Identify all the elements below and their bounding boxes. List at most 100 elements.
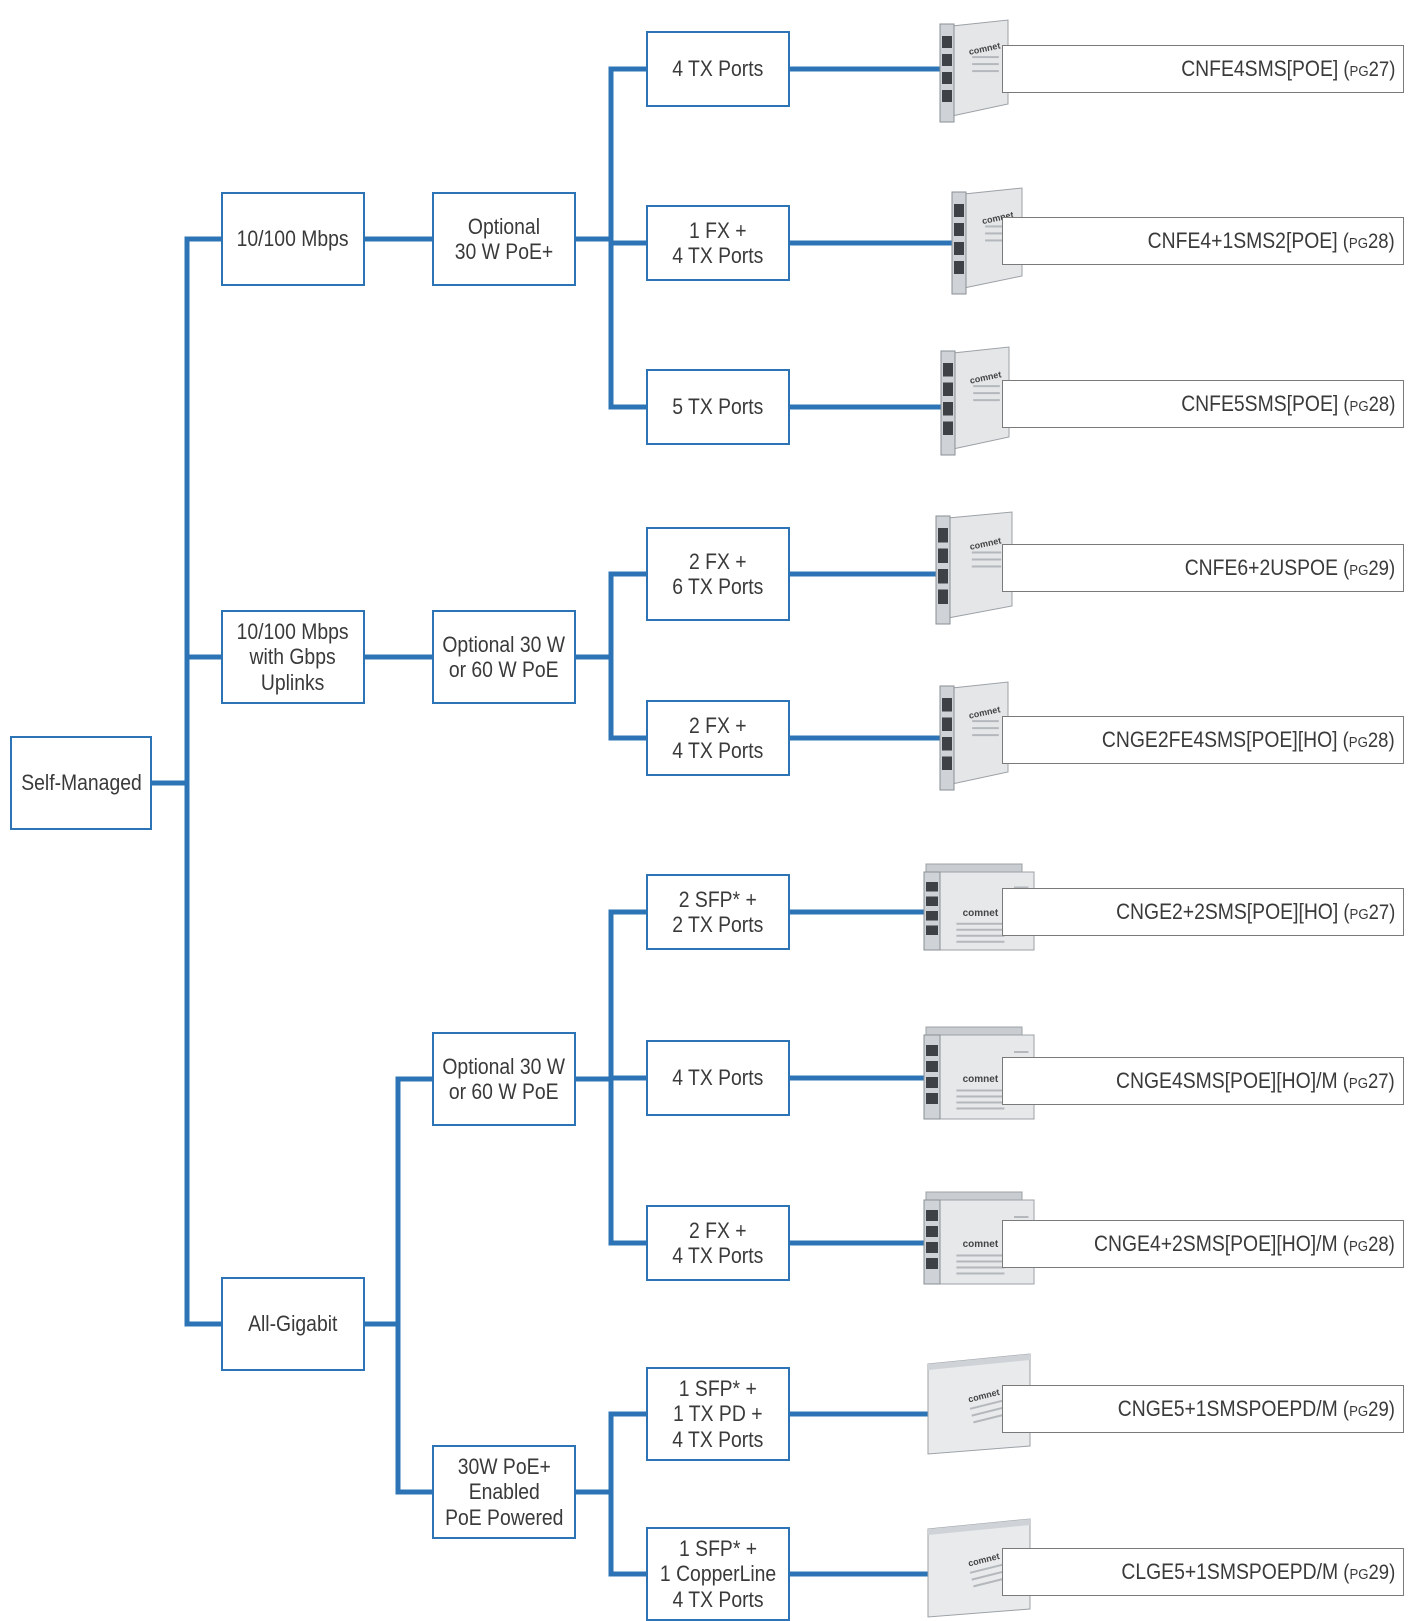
device-top-face: [928, 1519, 1030, 1535]
rj45-port-icon: [942, 72, 952, 84]
node-ports-r7-text: 4 TX Ports: [672, 1065, 763, 1090]
device-label-line: [956, 922, 1005, 925]
node-line: 10/100 Mbps: [237, 226, 349, 252]
product-label: CNGE5+1SMSPOEPD/M (PG29): [1002, 1385, 1404, 1433]
node-line: 10/100 Mbps: [237, 619, 349, 645]
device-label-line: [972, 727, 999, 730]
page-prefix: PG: [1349, 1075, 1369, 1092]
device-front-face: [923, 871, 1035, 951]
brand-logo-text: comnet: [963, 1074, 999, 1085]
node-line: 2 TX Ports: [672, 912, 764, 937]
rj45-port-icon: [926, 1045, 938, 1056]
node-line: Optional: [467, 213, 541, 239]
device-label-line: [956, 940, 1005, 943]
product-model: CNGE5+1SMSPOEPD/M: [1117, 1396, 1338, 1421]
brand-logo-text: comnet: [963, 1239, 999, 1250]
page-prefix: PG: [1349, 906, 1369, 923]
device-top-face: [928, 1354, 1030, 1370]
device-label-line: [971, 1406, 1007, 1417]
device-label-line: [972, 734, 999, 737]
device-label-line: [1014, 1051, 1029, 1053]
node-line: 4 TX Ports: [672, 1243, 764, 1268]
node-ports-r9-text: 1 SFP* +1 TX PD +4 TX Ports: [672, 1376, 763, 1451]
product-label: CNGE2+2SMS[POE][HO] (PG27): [1002, 888, 1404, 936]
node-ports-r4: 2 FX +6 TX Ports: [646, 527, 790, 621]
node-line: 5 TX Ports: [672, 394, 764, 420]
page-number: 28: [1368, 729, 1389, 752]
rj45-port-icon: [942, 756, 952, 770]
product-label-text: CNGE4+2SMS[POE][HO]/M (PG28): [1094, 1231, 1395, 1257]
product-label: CNFE5SMS[POE] (PG28): [1002, 380, 1404, 428]
product-label-text: CNFE5SMS[POE] (PG28): [1181, 391, 1395, 417]
rj45-port-icon: [942, 717, 952, 731]
node-ports-r6: 2 SFP* +2 TX Ports: [646, 874, 790, 950]
node-line: 4 TX Ports: [672, 738, 764, 763]
device-label-line: [973, 392, 1000, 395]
node-ports-r5: 2 FX +4 TX Ports: [646, 700, 790, 776]
node-line: 4 TX Ports: [672, 1065, 764, 1091]
rj45-port-icon: [938, 569, 948, 584]
rj45-port-icon: [954, 223, 964, 236]
device-label-line: [971, 558, 1002, 561]
node-line: All-Gigabit: [248, 1311, 338, 1337]
product-label: CNFE4SMS[POE] (PG27): [1002, 45, 1404, 93]
node-line: Uplinks: [261, 669, 325, 695]
rj45-port-icon: [926, 1210, 938, 1221]
node-line: 4 TX Ports: [672, 56, 764, 82]
rj45-port-icon: [926, 925, 938, 935]
product-label-text: CNGE4SMS[POE][HO]/M (PG27): [1116, 1068, 1395, 1094]
rj45-port-icon: [942, 90, 952, 102]
device-side-face: [951, 19, 1009, 117]
product-label-text: CLGE5+1SMSPOEPD/M (PG29): [1121, 1559, 1395, 1585]
device-label-line: [956, 934, 1005, 937]
page-prefix: PG: [1349, 235, 1369, 252]
page-prefix: PG: [1349, 63, 1369, 80]
rj45-port-icon: [926, 896, 938, 906]
product-model: CLGE5+1SMSPOEPD/M: [1121, 1559, 1338, 1584]
rj45-port-icon: [938, 548, 948, 563]
rj45-port-icon: [942, 36, 952, 48]
product-model: CNFE4SMS[POE]: [1180, 56, 1338, 81]
node-line: 1 CopperLine: [659, 1561, 777, 1587]
node-line: 2 FX +: [689, 548, 747, 574]
rj45-port-icon: [943, 421, 953, 435]
node-line: or 60 W PoE: [449, 657, 559, 682]
product-page-ref: (PG28): [1337, 230, 1395, 253]
device-label-line: [956, 1272, 1005, 1275]
device-label-line: [956, 1095, 1005, 1098]
product-label-text: CNGE2+2SMS[POE][HO] (PG27): [1116, 899, 1395, 925]
device-label-line: [972, 56, 999, 59]
product-model: CNFE6+2USPOE: [1184, 555, 1338, 580]
page-prefix: PG: [1349, 1566, 1369, 1583]
switch-device-icon: comnet: [940, 346, 1010, 456]
device-label-line: [985, 239, 1013, 242]
page-prefix: PG: [1349, 398, 1369, 415]
product-model: CNGE2FE4SMS[POE][HO]: [1102, 727, 1338, 752]
product-page-ref: (PG29): [1337, 1561, 1395, 1584]
rj45-port-icon: [938, 528, 948, 543]
rj45-port-icon: [942, 737, 952, 751]
brand-logo-text: comnet: [963, 908, 999, 919]
node-line: or 60 W PoE: [449, 1079, 559, 1104]
switch-device-icon: comnet: [935, 511, 1013, 625]
product-label: CNGE2FE4SMS[POE][HO] (PG28): [1002, 716, 1404, 764]
rj45-port-icon: [942, 54, 952, 66]
node-line: 2 SFP* +: [678, 886, 758, 912]
product-page-ref: (PG27): [1337, 58, 1395, 81]
product-label: CNFE6+2USPOE (PG29): [1002, 544, 1404, 592]
node-line: Optional 30 W: [442, 1053, 566, 1079]
device-label-line: [973, 385, 1000, 388]
rj45-port-icon: [943, 402, 953, 416]
rj45-port-icon: [942, 698, 952, 712]
device-label-line: [956, 1089, 1005, 1092]
page-number: 27: [1368, 58, 1389, 81]
product-model: CNGE4+2SMS[POE][HO]/M: [1094, 1231, 1338, 1256]
device-label-line: [972, 70, 999, 73]
